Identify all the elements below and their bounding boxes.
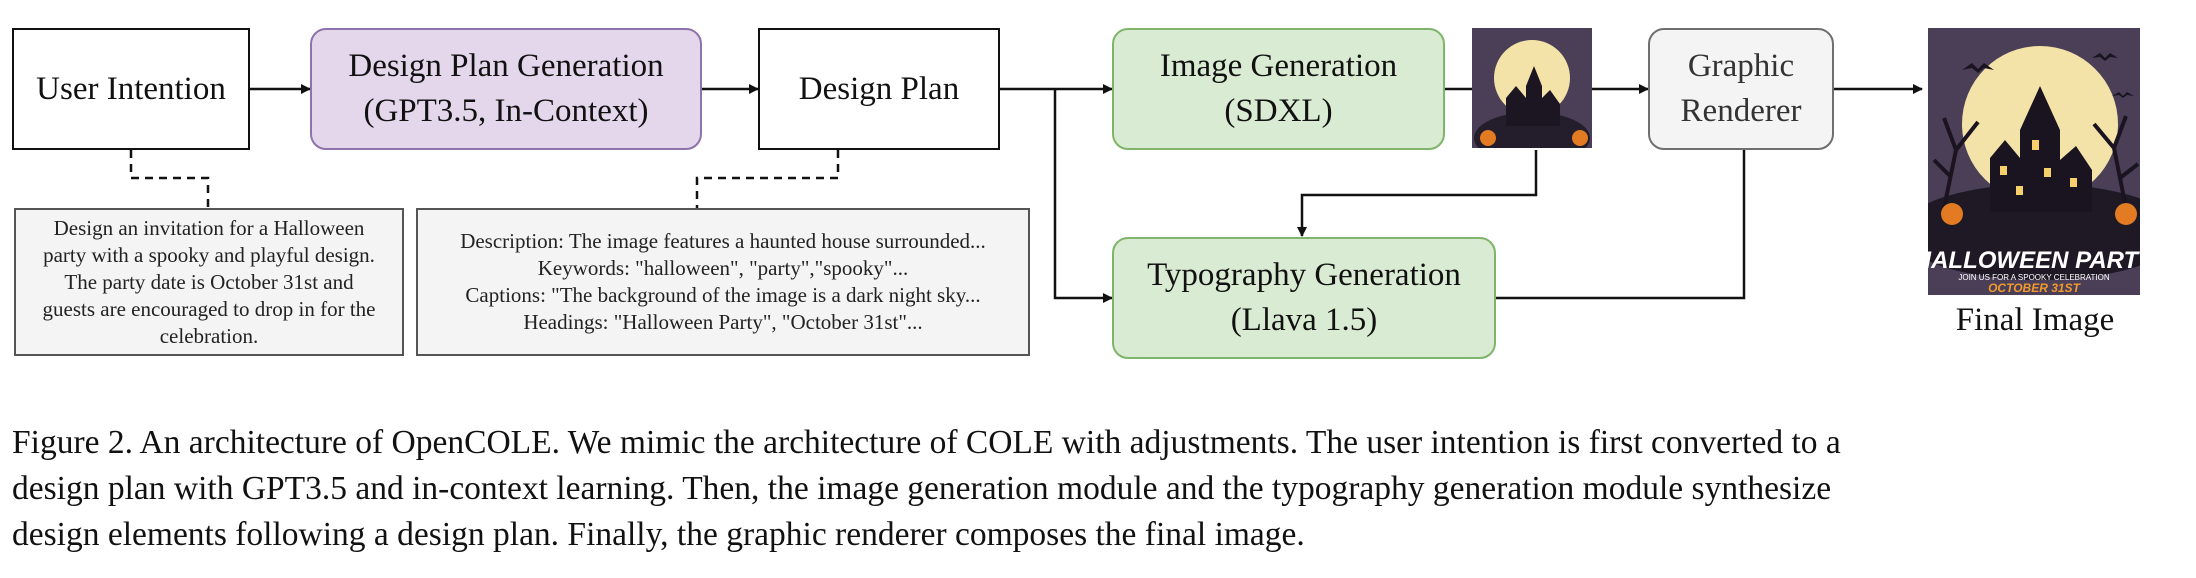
image-generation-subtitle: (SDXL) <box>1224 93 1333 129</box>
figure-caption: Figure 2. An architecture of OpenCOLE. W… <box>12 420 2184 558</box>
user-intention-label: User Intention <box>36 70 226 107</box>
graphic-renderer-node: Graphic Renderer <box>1648 28 1834 150</box>
poster-subtitle: JOIN US FOR A SPOOKY CELEBRATION <box>1958 273 2110 282</box>
typography-generation-subtitle: (Llava 1.5) <box>1230 302 1378 338</box>
note-line: party with a spooky and playful design. <box>43 242 375 267</box>
poster-date: OCTOBER 31ST <box>1988 281 2081 295</box>
note-line: Keywords: "halloween", "party","spooky".… <box>537 256 909 280</box>
arrow-plan-to-typogen <box>1053 89 1113 303</box>
note-line: The party date is October 31st and <box>64 269 354 294</box>
final-image-poster: HALLOWEEN PARTY JOIN US FOR A SPOOKY CEL… <box>1914 28 2156 295</box>
user-intention-note: Design an invitation for a Halloween par… <box>14 208 404 356</box>
user-intention-node: User Intention <box>12 28 250 150</box>
design-plan-generation-title: Design Plan Generation <box>348 48 664 84</box>
note-line: Headings: "Halloween Party", "October 31… <box>523 310 923 334</box>
typography-generation-node: Typography Generation (Llava 1.5) <box>1112 237 1496 359</box>
caption-line: design elements following a design plan.… <box>12 516 1305 553</box>
note-line: Design an invitation for a Halloween <box>53 215 365 240</box>
diagram-connectors: HALLOWEEN PARTY JOIN US FOR A SPOOKY CEL… <box>129 28 2156 303</box>
graphic-renderer-line1: Graphic <box>1687 48 1795 84</box>
caption-line: Figure 2. An architecture of OpenCOLE. W… <box>12 424 1841 461</box>
poster-title: HALLOWEEN PARTY <box>1914 247 2156 274</box>
note-line: Captions: "The background of the image i… <box>465 283 981 307</box>
arrow-typogen-to-renderer <box>1496 111 1749 300</box>
design-plan-node: Design Plan <box>758 28 1000 150</box>
note-line: guests are encouraged to drop in for the <box>42 296 376 321</box>
image-generation-node: Image Generation (SDXL) <box>1112 28 1445 150</box>
dashed-leader-intention <box>129 150 210 208</box>
caption-line: design plan with GPT3.5 and in-context l… <box>12 470 1832 507</box>
note-line: Description: The image features a haunte… <box>460 229 986 253</box>
note-line: celebration. <box>159 323 259 348</box>
dashed-leader-plan <box>695 150 840 208</box>
final-image-label: Final Image <box>1955 302 2115 338</box>
design-plan-note: Description: The image features a haunte… <box>416 208 1030 356</box>
image-generation-title: Image Generation <box>1159 48 1398 84</box>
design-plan-generation-node: Design Plan Generation (GPT3.5, In-Conte… <box>310 28 702 150</box>
generated-background-thumbnail <box>1472 28 1592 148</box>
typography-generation-title: Typography Generation <box>1147 257 1461 293</box>
design-plan-label: Design Plan <box>798 70 960 107</box>
graphic-renderer-line2: Renderer <box>1680 93 1802 129</box>
arrow-thumb-to-typogen <box>1297 150 1538 237</box>
design-plan-generation-subtitle: (GPT3.5, In-Context) <box>363 93 649 129</box>
